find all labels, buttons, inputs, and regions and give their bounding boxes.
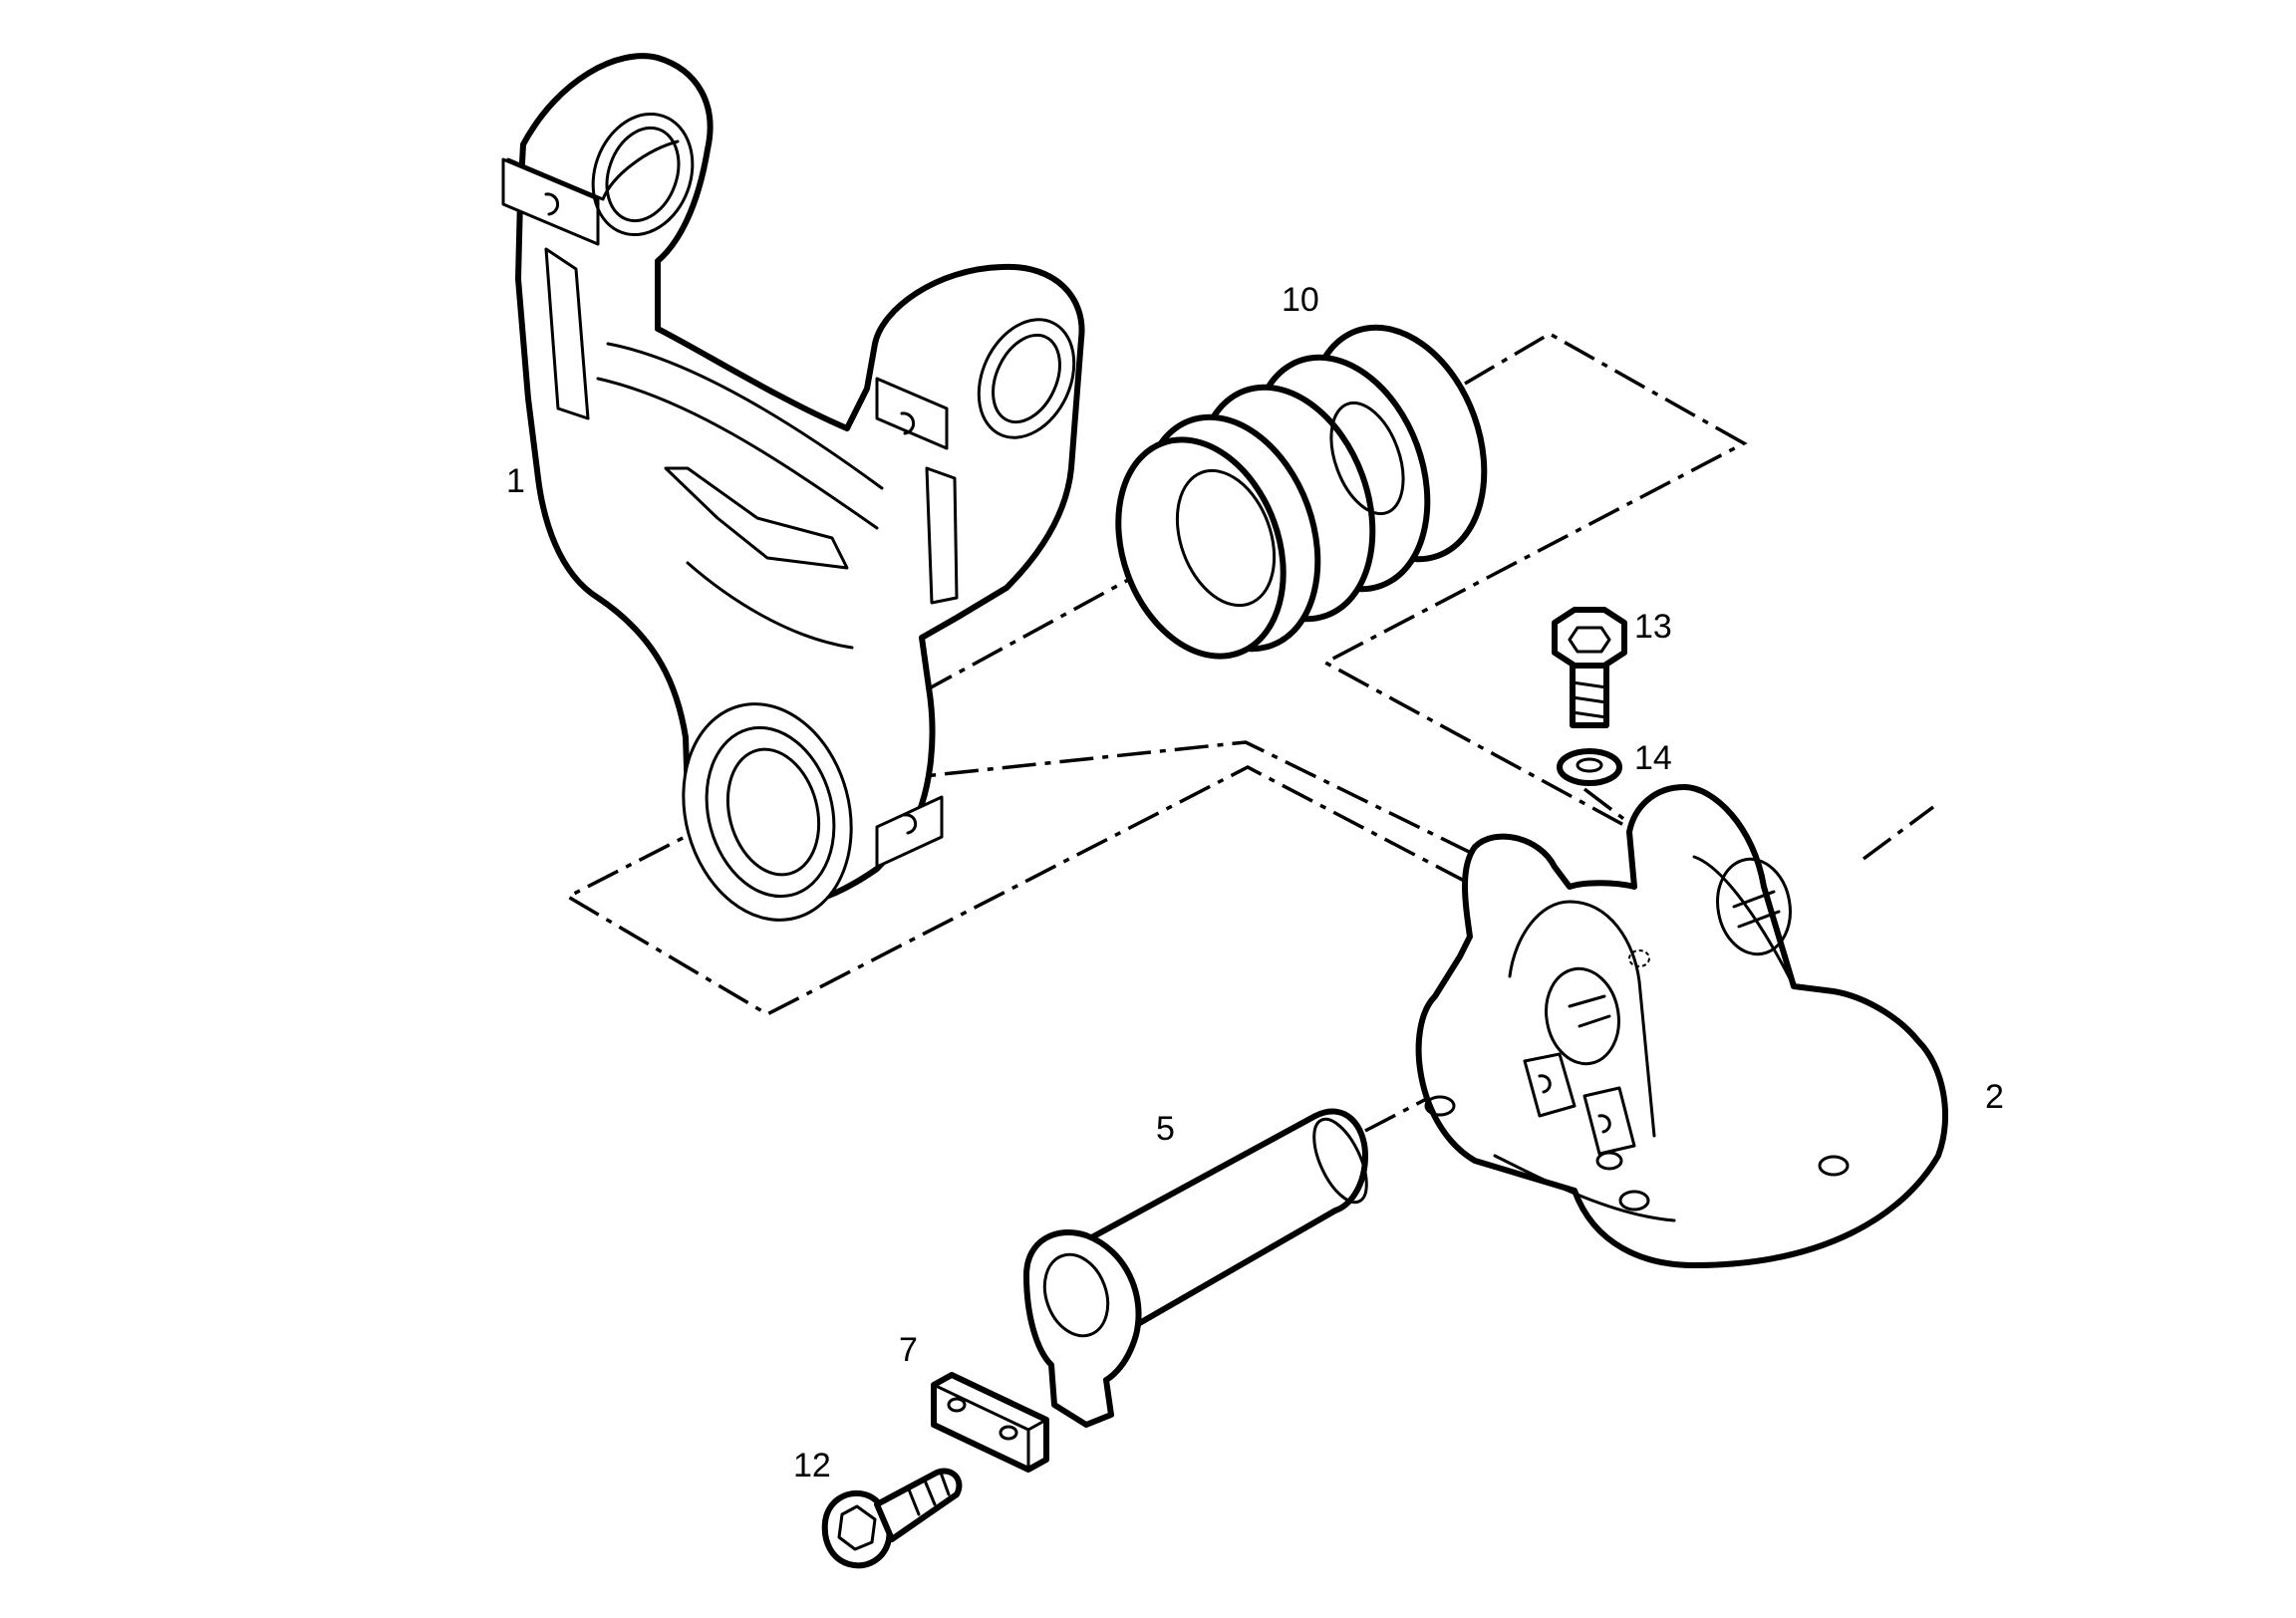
part-1-arm-bracket bbox=[501, 53, 1085, 922]
part-5-pivot-pin bbox=[1023, 1108, 1368, 1428]
part-7-lock-plate bbox=[931, 1372, 1049, 1473]
part-12-cap-screw bbox=[821, 1468, 963, 1569]
callout-10: 10 bbox=[1282, 281, 1319, 319]
part-14-washer bbox=[1557, 748, 1622, 786]
callout-5: 5 bbox=[1156, 1110, 1175, 1148]
callout-13: 13 bbox=[1634, 608, 1672, 646]
callout-14: 14 bbox=[1634, 739, 1672, 777]
part-2-base-bracket bbox=[1415, 784, 1949, 1268]
callout-1: 1 bbox=[506, 462, 525, 500]
part-13-bolt bbox=[1552, 607, 1627, 728]
part-10-spring bbox=[1115, 324, 1488, 660]
callout-2: 2 bbox=[1985, 1078, 2004, 1116]
callout-12: 12 bbox=[793, 1447, 831, 1484]
callout-labels: 1 2 5 7 10 12 13 14 bbox=[506, 281, 2004, 1484]
callout-7: 7 bbox=[899, 1331, 918, 1369]
